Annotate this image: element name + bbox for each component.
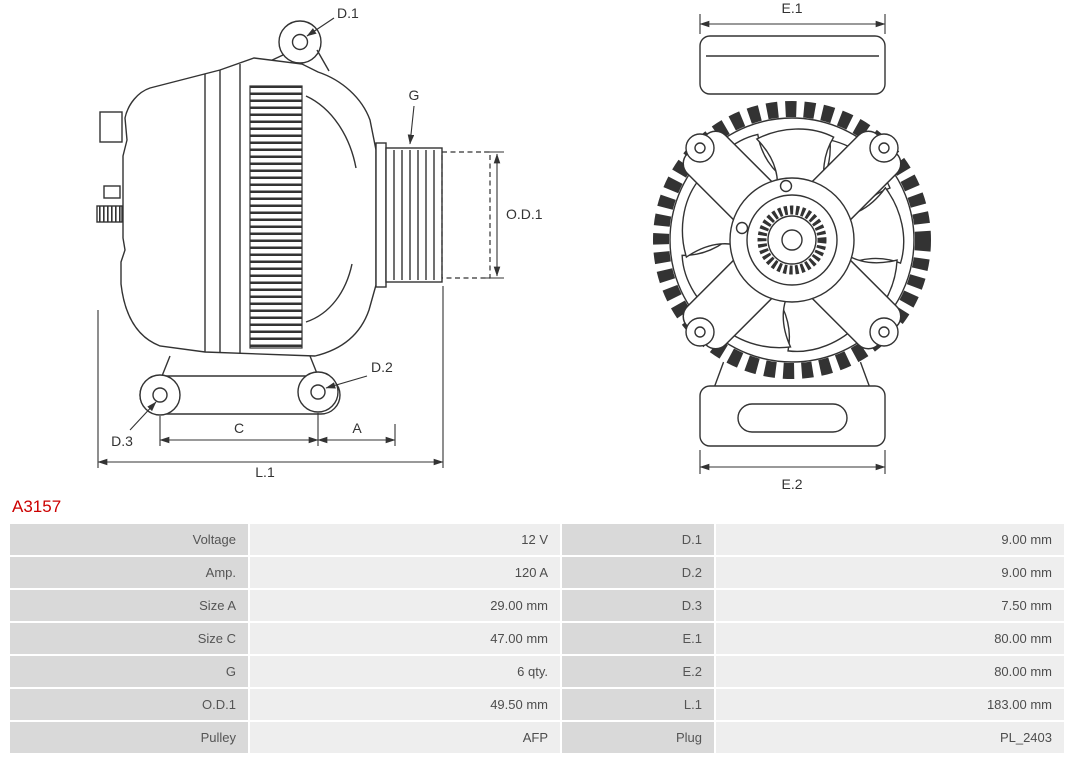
spec-value: 80.00 mm bbox=[716, 656, 1064, 687]
dimension-label-d1: D.1 bbox=[337, 5, 359, 21]
spec-label: Pulley bbox=[10, 722, 248, 753]
spec-label: O.D.1 bbox=[10, 689, 248, 720]
spec-value: 9.00 mm bbox=[716, 524, 1064, 555]
spec-value: 6 qty. bbox=[250, 656, 560, 687]
od-reference-outline bbox=[441, 151, 491, 279]
threaded-stud bbox=[96, 205, 123, 223]
dimension-label-l1: L.1 bbox=[255, 464, 275, 480]
spec-value: 49.50 mm bbox=[250, 689, 560, 720]
spec-label: D.2 bbox=[562, 557, 714, 588]
pulley bbox=[375, 142, 443, 288]
bottom-bracket bbox=[699, 349, 886, 447]
housing-teeth-ring bbox=[653, 101, 931, 379]
diagram-area: D.1 G O.D.1 D.2 D.3 C A L.1 E.1 bbox=[96, 0, 933, 492]
alternator-side-body bbox=[96, 20, 491, 416]
dimension-label-e2: E.2 bbox=[781, 476, 802, 492]
dimension-label-e1: E.1 bbox=[781, 0, 802, 16]
spec-label: D.1 bbox=[562, 524, 714, 555]
stator-fins bbox=[249, 85, 303, 349]
side-view-dimensions bbox=[97, 17, 504, 468]
spec-value: 80.00 mm bbox=[716, 623, 1064, 654]
front-pulley-hub bbox=[729, 177, 855, 303]
dimension-label-c: C bbox=[234, 420, 244, 436]
front-view-diagram: E.1 bbox=[652, 0, 933, 492]
spec-label: L.1 bbox=[562, 689, 714, 720]
dimension-label-g: G bbox=[409, 87, 420, 103]
top-bracket bbox=[699, 35, 886, 95]
spec-label: D.3 bbox=[562, 590, 714, 621]
knurled-hub bbox=[757, 205, 827, 275]
spec-label: Size A bbox=[10, 590, 248, 621]
spec-value: 29.00 mm bbox=[250, 590, 560, 621]
spec-label: E.1 bbox=[562, 623, 714, 654]
bottom-mounting-lugs bbox=[139, 355, 341, 416]
spec-value: 120 A bbox=[250, 557, 560, 588]
spec-label: Amp. bbox=[10, 557, 248, 588]
spec-table: Voltage 12 V D.1 9.00 mm Amp. 120 A D.2 … bbox=[10, 524, 1064, 753]
dimension-label-a: A bbox=[352, 420, 362, 436]
spec-value: PL_2403 bbox=[716, 722, 1064, 753]
part-number: A3157 bbox=[12, 497, 62, 516]
spec-label: Size C bbox=[10, 623, 248, 654]
spec-label: G bbox=[10, 656, 248, 687]
spec-value: 47.00 mm bbox=[250, 623, 560, 654]
dimension-label-d3: D.3 bbox=[111, 433, 133, 449]
e1-dimension bbox=[699, 14, 886, 34]
spec-value: 183.00 mm bbox=[716, 689, 1064, 720]
dimension-label-d2: D.2 bbox=[371, 359, 393, 375]
spec-value: 12 V bbox=[250, 524, 560, 555]
dimension-label-od1: O.D.1 bbox=[506, 206, 543, 222]
spec-label: Plug bbox=[562, 722, 714, 753]
spec-value: 9.00 mm bbox=[716, 557, 1064, 588]
spec-label: Voltage bbox=[10, 524, 248, 555]
spec-label: E.2 bbox=[562, 656, 714, 687]
side-view-diagram: D.1 G O.D.1 D.2 D.3 C A L.1 bbox=[96, 5, 543, 480]
e2-dimension bbox=[699, 450, 886, 474]
spec-value: AFP bbox=[250, 722, 560, 753]
spec-value: 7.50 mm bbox=[716, 590, 1064, 621]
alternator-front-body bbox=[652, 35, 933, 447]
